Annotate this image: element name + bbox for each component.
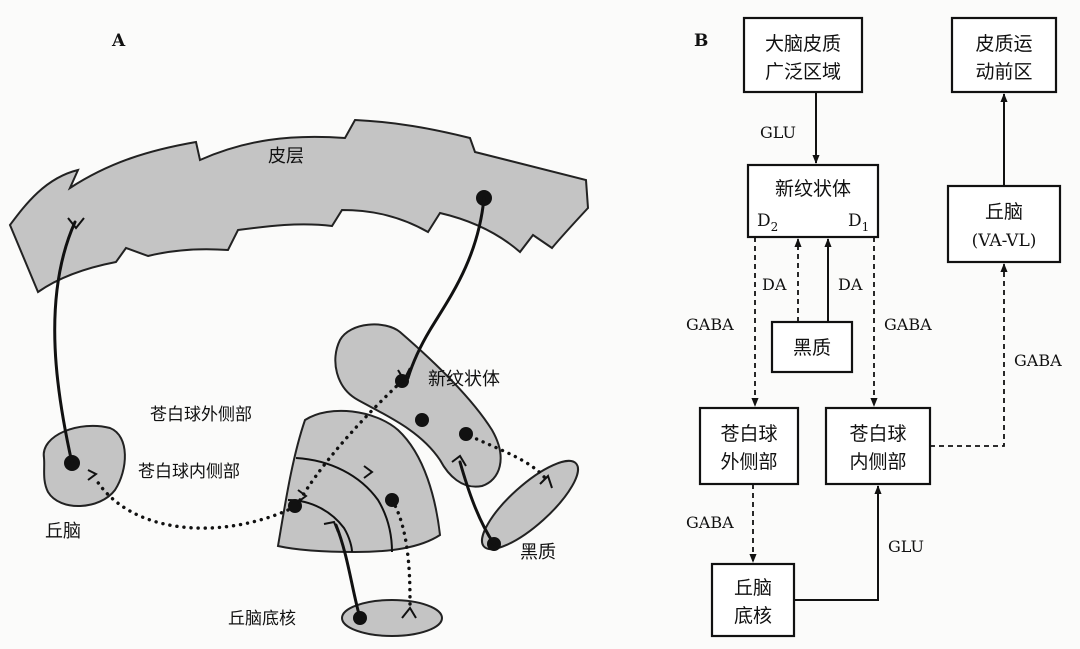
- stn-box-line2: 底核: [734, 605, 772, 627]
- cortex-label: 皮层: [268, 146, 304, 167]
- stn-synapse-gp: [323, 520, 339, 533]
- panel-a-label: A: [111, 31, 126, 51]
- gp-divider-outer: [295, 457, 393, 553]
- arrow-gpi-to-thalamus: [930, 263, 1008, 447]
- subthalamic-label: 丘脑底核: [228, 609, 296, 629]
- gpe-synapse: [363, 465, 374, 479]
- cortex-box-line1: 大脑皮质: [765, 33, 841, 55]
- gpe-box-line1: 苍白球: [720, 423, 777, 445]
- stn-box: 丘脑 底核: [710, 562, 796, 638]
- stn-input-synapse: [401, 606, 417, 619]
- d2-receptor: D2: [757, 211, 778, 234]
- gpi-to-thalamus-path: [93, 476, 290, 530]
- edge-label-striatum-gpe: GABA: [686, 315, 734, 334]
- thalamus-box-line2: (VA-VL): [972, 231, 1037, 251]
- cortex-region: [8, 118, 590, 294]
- thalamus-box-line1: 丘脑: [985, 201, 1023, 223]
- thalamus-to-cortex-axon: [53, 220, 77, 465]
- thalamus-label: 丘脑: [45, 521, 81, 542]
- gpe-to-stn-path: [390, 498, 412, 607]
- neostriatum-region: [334, 323, 502, 488]
- gp-divider-inner: [287, 499, 353, 553]
- nigra-synapse: [451, 454, 467, 467]
- premotor-box-line2: 动前区: [975, 61, 1032, 83]
- stn-box-line1: 丘脑: [734, 577, 772, 599]
- gp-internal-label: 苍白球内侧部: [138, 462, 240, 482]
- edge-label-da-d1: DA: [838, 275, 863, 294]
- edge-label-gpe-stn: GABA: [686, 513, 734, 532]
- panel-b-label: B: [694, 31, 708, 51]
- edge-label-stn-gpi: GLU: [888, 537, 924, 556]
- neostriatum-label: 新纹状体: [428, 369, 500, 390]
- edge-label-cortex-striatum: GLU: [760, 123, 796, 142]
- striatum-box-title: 新纹状体: [775, 178, 851, 200]
- gpe-box-line2: 外侧部: [720, 451, 777, 473]
- cortex-box-line2: 广泛区域: [765, 61, 841, 83]
- striatum-neuron-3: [459, 427, 473, 441]
- edge-label-striatum-gpi: GABA: [884, 315, 932, 334]
- stn-to-gp-axon: [334, 523, 362, 620]
- gp-external-label: 苍白球外侧部: [150, 405, 252, 425]
- nigra-box-title: 黑质: [793, 337, 831, 359]
- gp-synapse: [297, 489, 308, 503]
- cortex-synapse: [67, 217, 85, 230]
- striatum-to-gp-path: [298, 379, 404, 502]
- substantia-nigra-region: [481, 459, 579, 551]
- thalamus-region: [42, 424, 126, 507]
- arrow-stn-to-gpi: [794, 485, 882, 601]
- striatum-neuron-2: [415, 413, 429, 427]
- cortex-to-striatum-axon: [406, 196, 486, 380]
- gpe-box: 苍白球 外侧部: [698, 406, 800, 486]
- thalamus-synapse: [87, 469, 98, 481]
- striatum-to-nigra-path: [468, 434, 547, 480]
- nigra-box: 黑质: [770, 320, 854, 374]
- d1-receptor: D1: [848, 211, 869, 234]
- premotor-box: 皮质运 动前区: [950, 16, 1058, 94]
- nigra-input-synapse: [539, 474, 553, 489]
- edge-label-da-d2: DA: [762, 275, 787, 294]
- gpi-box-line2: 内侧部: [849, 451, 906, 473]
- nigra-to-striatum-axon: [458, 460, 496, 546]
- edge-label-gpi-thalamus: GABA: [1014, 351, 1062, 370]
- premotor-box-line1: 皮质运: [975, 33, 1032, 55]
- cortex-box: 大脑皮质 广泛区域: [742, 16, 864, 94]
- thalamus-box: 丘脑 (VA-VL): [946, 184, 1062, 264]
- gpi-box: 苍白球 内侧部: [824, 406, 932, 486]
- striatum-box: 新纹状体 D2 D1: [746, 163, 880, 239]
- substantia-nigra-label: 黑质: [520, 542, 556, 563]
- gpi-box-line1: 苍白球: [849, 423, 906, 445]
- subthalamic-region: [341, 599, 443, 637]
